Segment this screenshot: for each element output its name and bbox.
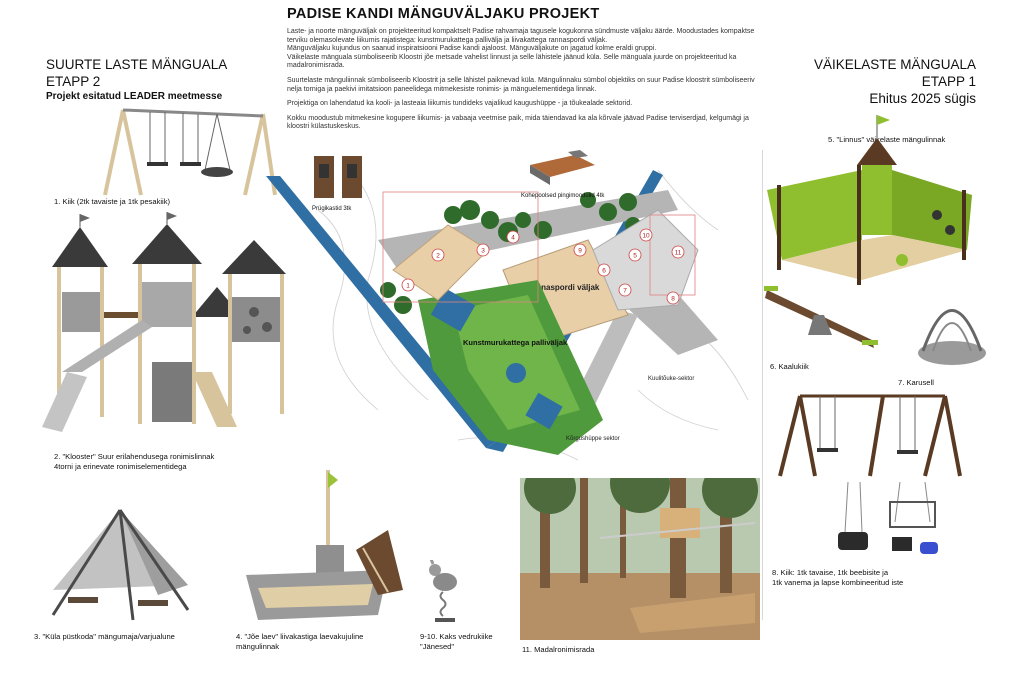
map-marker-11 bbox=[671, 245, 685, 259]
map-marker-label-9: 9 bbox=[578, 248, 582, 255]
caption-9-10a: 9-10. Kaks vedrukiike bbox=[420, 632, 493, 641]
caption-4a: 4. "Jõe laev" liivakastiga laevakujuline bbox=[236, 632, 364, 641]
site-plan-map: 100km jooksurada Rannaspordi väljak Kuns… bbox=[266, 169, 749, 461]
map-marker-label-6: 6 bbox=[602, 268, 606, 275]
left-heading-line3: Projekt esitatud LEADER meetmesse bbox=[46, 91, 223, 102]
bench-label: Kohepoolsed pingimoodulid 4tk bbox=[521, 193, 605, 199]
map-field-label: Kunstmurukattega palliväljak bbox=[463, 338, 568, 347]
small-swing-set-illustration bbox=[778, 394, 962, 477]
intro-p2: Mänguväljaku kujundus on saanud inspirat… bbox=[287, 45, 657, 53]
right-heading-line1: VÄIKELASTE MÄNGUALA bbox=[813, 57, 976, 72]
intro-p6: Kokku moodustub mitmekesine kogupere lii… bbox=[287, 114, 749, 131]
caption-5: 5. "Linnus" väikelaste mängulinnak bbox=[828, 135, 946, 144]
caption-3: 3. "Küla püstkoda" mängumaja/varjualune bbox=[34, 632, 175, 641]
swing-set-illustration bbox=[103, 108, 277, 196]
river-boat-illustration bbox=[246, 470, 403, 620]
map-marker-label-7: 7 bbox=[623, 288, 627, 295]
intro-text: Laste- ja noorte mänguväljak on projekte… bbox=[287, 28, 762, 138]
map-push-label: Kuulitõuke-sektor bbox=[648, 376, 694, 382]
map-marker-label-10: 10 bbox=[642, 233, 650, 240]
intro-p4: Suurtelaste mänguliinnak sümboliseerib K… bbox=[287, 76, 755, 93]
map-marker-label-4: 4 bbox=[511, 235, 515, 242]
map-marker-label-2: 2 bbox=[436, 253, 440, 260]
map-marker-7 bbox=[618, 283, 632, 297]
right-section-heading: VÄIKELASTE MÄNGUALA ETAPP 1 Ehitus 2025 … bbox=[814, 56, 976, 107]
caption-8b: 1tk vanema ja lapse kombineeritud iste bbox=[772, 578, 904, 587]
map-marker-6 bbox=[597, 263, 611, 277]
village-hut-illustration bbox=[51, 509, 190, 621]
bins-label: Prügikastid 3tk bbox=[312, 206, 352, 212]
low-ropes-course-photo bbox=[520, 478, 760, 640]
map-marker-8 bbox=[666, 291, 680, 305]
linnus-castle-illustration bbox=[767, 115, 972, 285]
map-marker-9 bbox=[573, 243, 587, 257]
right-heading-line3: Ehitus 2025 sügis bbox=[869, 91, 976, 106]
caption-4b: mängulinnak bbox=[236, 642, 280, 651]
map-marker-label-1: 1 bbox=[406, 283, 410, 290]
map-beach-label: Rannaspordi väljak bbox=[526, 283, 600, 292]
map-marker-label-5: 5 bbox=[633, 253, 637, 260]
section-divider bbox=[762, 150, 763, 620]
map-marker-2 bbox=[431, 248, 445, 262]
caption-7: 7. Karusell bbox=[898, 378, 934, 387]
left-heading-line1: SUURTE LASTE MÄNGUALA bbox=[46, 57, 228, 72]
map-road-label: 100km jooksurada bbox=[348, 342, 390, 390]
map-marker-label-11: 11 bbox=[675, 250, 682, 257]
intro-p3: Väikelaste mänguala sümboliseerib Kloost… bbox=[287, 53, 737, 70]
map-markers: 1 2 3 4 5 6 7 8 9 10 11 bbox=[401, 228, 685, 305]
map-marker-5 bbox=[628, 248, 642, 262]
trash-bins-illustration bbox=[314, 156, 362, 198]
caption-2b: 4torni ja erinevate ronimiselementidega bbox=[54, 462, 187, 471]
caption-9-10b: "Jänesed" bbox=[420, 642, 455, 651]
left-heading-line2: ETAPP 2 bbox=[46, 74, 101, 89]
caption-1: 1. Kiik (2tk tavaiste ja 1tk pesakiik) bbox=[54, 197, 171, 206]
map-marker-4 bbox=[506, 230, 520, 244]
map-jump-label: Kõrgushüppe sektor bbox=[566, 436, 620, 442]
map-marker-1 bbox=[401, 278, 415, 292]
map-marker-3 bbox=[476, 243, 490, 257]
swing-seats-illustration bbox=[838, 482, 938, 554]
caption-11: 11. Madalronimisrada bbox=[522, 645, 595, 654]
page-title: PADISE KANDI MÄNGUVÄLJAKU PROJEKT bbox=[287, 6, 600, 22]
intro-p5: Projektiga on lahendatud ka kooli- ja la… bbox=[287, 100, 633, 108]
left-section-heading: SUURTE LASTE MÄNGUALA ETAPP 2 Projekt es… bbox=[46, 56, 227, 103]
intro-p1: Laste- ja noorte mänguväljak on projekte… bbox=[287, 28, 755, 44]
caption-6: 6. Kaalukiik bbox=[770, 362, 809, 371]
klooster-climbing-frame-illustration bbox=[42, 212, 286, 432]
bench-modules-illustration bbox=[530, 150, 595, 185]
carousel-illustration bbox=[918, 309, 986, 365]
map-marker-10 bbox=[639, 228, 653, 242]
spring-rider-illustration bbox=[429, 560, 457, 622]
map-marker-label-8: 8 bbox=[671, 296, 675, 303]
map-marker-label-3: 3 bbox=[481, 248, 485, 255]
caption-8a: 8. Kiik: 1tk tavaise, 1tk beebisite ja bbox=[772, 568, 889, 577]
caption-2a: 2. "Klooster" Suur erilahendusega ronimi… bbox=[54, 452, 215, 461]
right-heading-line2: ETAPP 1 bbox=[921, 74, 976, 89]
seesaw-illustration bbox=[764, 286, 878, 348]
